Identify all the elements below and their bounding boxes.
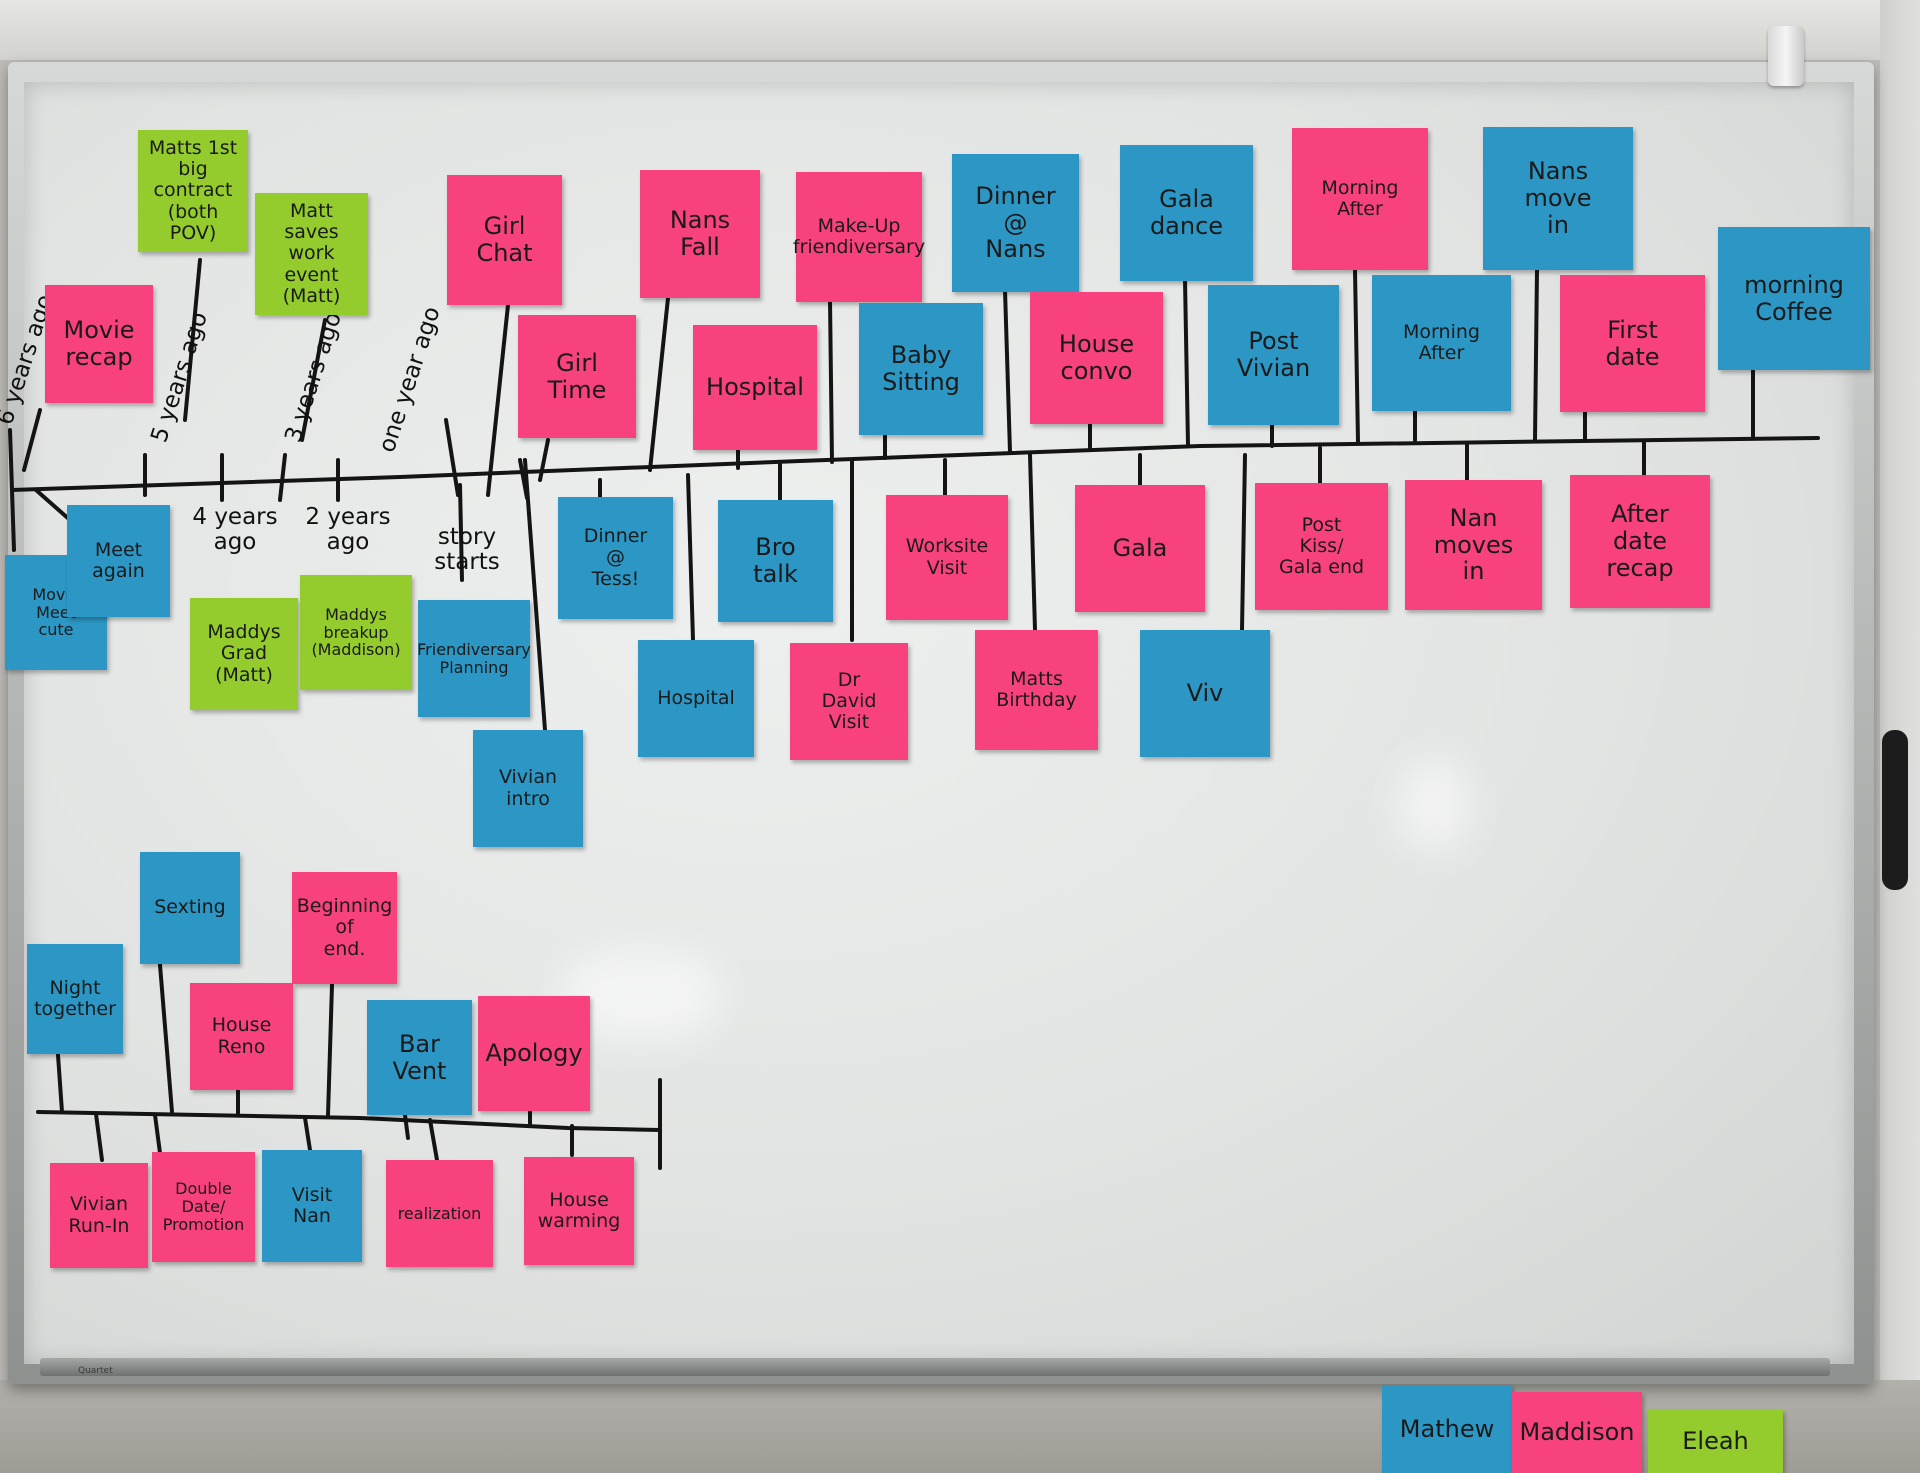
note-matts-birthday: Matts Birthday (975, 630, 1098, 750)
note-apology: Apology (478, 996, 590, 1111)
main-timeline (10, 436, 1820, 492)
note-movie-recap: Movie recap (45, 285, 153, 403)
note-vivian-run-in: Vivian Run-In (50, 1163, 148, 1268)
note-nans-move-in: Nans move in (1483, 127, 1633, 270)
note-hospital-top: Hospital (693, 325, 817, 450)
note-worksite-visit: Worksite Visit (886, 495, 1008, 620)
note-maddys-breakup: Maddys breakup (Maddison) (300, 575, 412, 690)
note-beginning-of-end: Beginning of end. (292, 872, 397, 984)
note-house-reno: House Reno (190, 983, 293, 1090)
note-double-date-promotion: Double Date/ Promotion (152, 1152, 255, 1262)
note-dr-david-visit: Dr David Visit (790, 643, 908, 760)
note-night-together: Night together (27, 944, 123, 1054)
note-morning-coffee: morning Coffee (1718, 227, 1870, 370)
note-first-date: First date (1560, 275, 1705, 412)
wall (0, 0, 1920, 60)
note-gala: Gala (1075, 485, 1205, 612)
note-bar-vent: Bar Vent (367, 1000, 472, 1115)
note-dinner-at-nans: Dinner @ Nans (952, 154, 1079, 292)
note-nan-moves-in: Nan moves in (1405, 480, 1542, 610)
legend-third-character: Eleah (1648, 1410, 1783, 1473)
note-house-warming: House warming (524, 1157, 634, 1265)
note-maddys-grad: Maddys Grad (Matt) (190, 598, 298, 710)
note-vivian-intro: Vivian intro (473, 730, 583, 847)
note-nans-fall: Nans Fall (640, 170, 760, 298)
note-dinner-at-tess: Dinner @ Tess! (558, 497, 673, 619)
brand-logo: Quartet (78, 1366, 113, 1376)
label-2-years-ago: 2 years ago (305, 504, 391, 555)
note-house-convo: House convo (1030, 292, 1163, 424)
note-meet-again: Meet again (67, 505, 170, 617)
note-baby-sitting: Baby Sitting (859, 303, 983, 435)
note-matts-1st-contract: Matts 1st big contract (both POV) (138, 130, 248, 252)
note-girl-time: Girl Time (518, 315, 636, 438)
note-post-kiss-gala-end: Post Kiss/ Gala end (1255, 483, 1388, 610)
note-visit-nan: Visit Nan (262, 1150, 362, 1262)
note-sexting: Sexting (140, 852, 240, 964)
note-morning-after-2: Morning After (1372, 275, 1511, 411)
legend-maddison: Maddison (1512, 1392, 1642, 1473)
note-after-date-recap: After date recap (1570, 475, 1710, 608)
note-make-up-friendiversary: Make-Up friendiversary (793, 172, 925, 302)
note-realization: realization (386, 1160, 493, 1267)
note-friendiversary-planning: Friendiversary Planning (417, 600, 531, 717)
note-matt-saves-work-event: Matt saves work event (Matt) (255, 193, 368, 315)
marker-tray (40, 1358, 1830, 1376)
note-viv: Viv (1140, 630, 1270, 757)
note-post-vivian: Post Vivian (1208, 285, 1339, 425)
note-gala-dance: Gala dance (1120, 145, 1253, 281)
note-hospital-below: Hospital (638, 640, 754, 757)
light-glare (1400, 760, 1470, 850)
note-girl-chat: Girl Chat (447, 175, 562, 305)
label-story-starts: story starts (434, 524, 500, 575)
label-4-years-ago: 4 years ago (192, 504, 278, 555)
stand-handle (1882, 730, 1908, 890)
note-morning-after-1: Morning After (1292, 128, 1428, 270)
note-bro-talk: Bro talk (718, 500, 833, 622)
mount-clip (1768, 26, 1804, 86)
legend-mathew: Mathew (1382, 1385, 1512, 1473)
lower-timeline (36, 1110, 662, 1132)
